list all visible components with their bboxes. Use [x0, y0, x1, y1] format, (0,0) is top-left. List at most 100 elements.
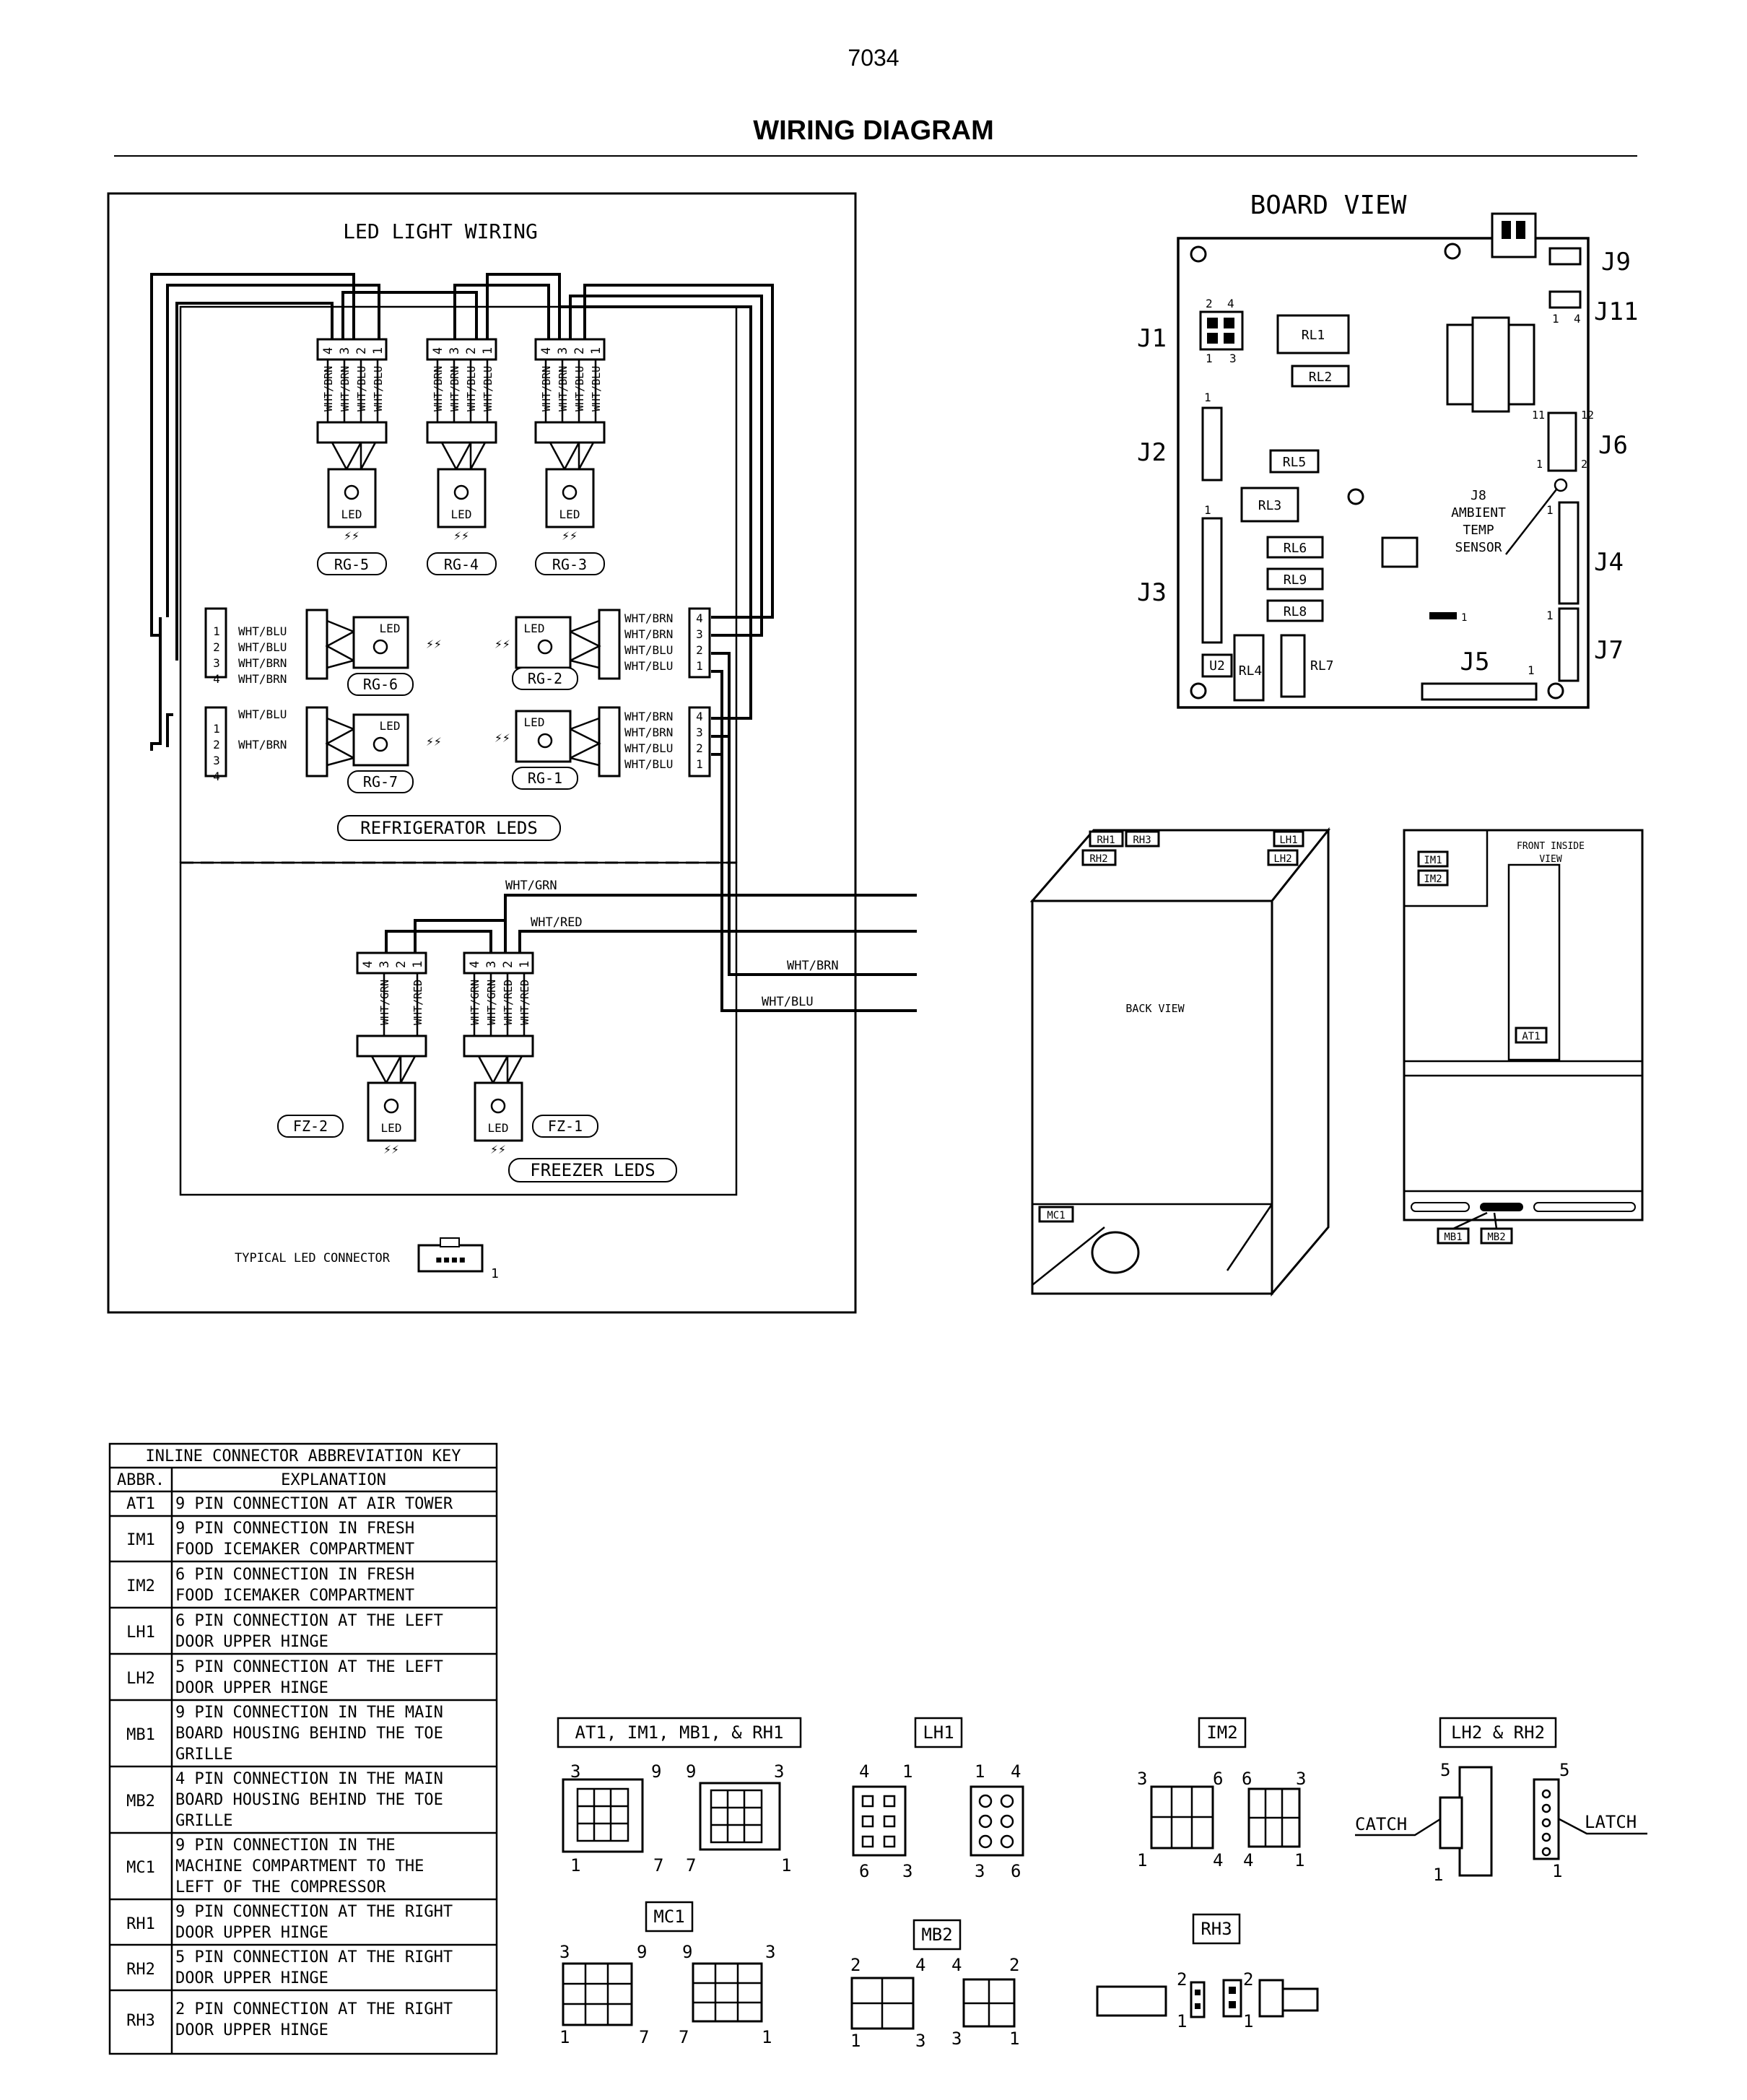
led-text: LED: [451, 507, 472, 521]
svg-text:3: 3: [1137, 1769, 1147, 1789]
table-row: RH2 5 PIN CONNECTION AT THE RIGHT DOOR U…: [110, 1948, 497, 1992]
table-row: LH1 6 PIN CONNECTION AT THE LEFT DOOR UP…: [110, 1612, 497, 1655]
light-rays-icon: ⚡⚡: [426, 734, 442, 749]
out-wire-label: WHT/BRN: [787, 959, 839, 973]
pin-label: 2: [1581, 458, 1587, 471]
rg-label: RG-4: [444, 556, 479, 573]
svg-text:1: 1: [1009, 2029, 1019, 2049]
connector-rg-5: [316, 338, 388, 361]
svg-text:3: 3: [774, 1761, 784, 1782]
j7-header: [1558, 607, 1580, 682]
j4-label: J4: [1594, 548, 1624, 577]
svg-text:9: 9: [651, 1761, 661, 1782]
j6-label: J6: [1598, 431, 1628, 460]
connector-rg-3: [534, 338, 606, 361]
compressor-icon: [1091, 1231, 1140, 1274]
led-module: [515, 710, 572, 763]
connector-tag: IM1: [1424, 855, 1442, 866]
wire-loop: [414, 919, 505, 953]
svg-text:9: 9: [686, 1761, 696, 1782]
led-module: [545, 468, 595, 528]
pin-label: 4: [213, 672, 220, 686]
relay-rl1: [1276, 314, 1350, 354]
led-plug: [598, 609, 621, 680]
svg-text:4: 4: [951, 1955, 962, 1975]
table-title: INLINE CONNECTOR ABBREVIATION KEY: [145, 1447, 461, 1465]
wire-color: WHT/BRN: [322, 366, 335, 411]
wire-out-red: [518, 930, 917, 953]
out-wire-label: WHT/GRN: [505, 879, 557, 893]
svg-text:9 PIN CONNECTION AT AIR TOWER: 9 PIN CONNECTION AT AIR TOWER: [175, 1495, 453, 1513]
fridge-cabinet: [1031, 899, 1273, 1295]
j4-header: [1558, 501, 1580, 605]
pin-label: 2: [213, 738, 220, 751]
svg-text:5: 5: [1440, 1760, 1450, 1780]
catch-label: CATCH: [1355, 1814, 1407, 1834]
pin-label: 2: [501, 961, 515, 968]
svg-text:4: 4: [1243, 1850, 1253, 1870]
svg-text:2: 2: [1243, 1969, 1253, 1990]
page-title: WIRING DIAGRAM: [753, 116, 994, 146]
svg-text:1: 1: [1243, 2011, 1253, 2031]
wire-color: WHT/BRN: [339, 366, 352, 411]
pin-label: 3: [696, 726, 703, 739]
j6-header: [1547, 411, 1577, 472]
table-row: RH1 9 PIN CONNECTION AT THE RIGHT DOOR U…: [110, 1903, 497, 1946]
pin-label: 1: [1546, 609, 1554, 622]
light-rays-icon: ⚡⚡: [495, 637, 510, 652]
led-plug: [305, 609, 328, 680]
svg-text:2: 2: [850, 1955, 861, 1975]
pictorial-title: IM2: [1206, 1722, 1237, 1743]
lh1-female-icon: [852, 1785, 907, 1857]
connector-tag: RH1: [1097, 835, 1115, 846]
mc1-male-icon: [692, 1962, 763, 2023]
wire-color: WHT/BLU: [238, 707, 287, 721]
j1-header: [1199, 310, 1244, 351]
svg-text:5 PIN CONNECTION AT THE LEFT: 5 PIN CONNECTION AT THE LEFT: [175, 1658, 443, 1676]
svg-text:▪▪▪▪: ▪▪▪▪: [435, 1252, 466, 1267]
pin-label: 1: [213, 624, 220, 638]
pin-label: 1: [696, 659, 703, 673]
latch-label: LATCH: [1585, 1812, 1637, 1832]
fz-label: FZ-1: [548, 1117, 583, 1135]
wire-loop: [150, 273, 355, 637]
rg-label: RG-6: [363, 676, 398, 693]
svg-text:6 PIN CONNECTION AT THE LEFT: 6 PIN CONNECTION AT THE LEFT: [175, 1612, 443, 1630]
pin-label: 3: [378, 961, 392, 968]
pictorial-lh1: LH1 4 1 1 4 6 3 3 6: [852, 1717, 1024, 1881]
connector-tag: MB1: [1444, 1232, 1462, 1243]
svg-text:MB2: MB2: [126, 1792, 155, 1811]
wire-loop: [175, 302, 334, 661]
wire-loop: [453, 284, 550, 339]
pin-label: 2: [394, 961, 409, 968]
wire-loop: [558, 305, 752, 720]
chip-label: U2: [1209, 658, 1225, 674]
svg-text:LH1: LH1: [126, 1624, 155, 1642]
table-row: LH2 5 PIN CONNECTION AT THE LEFT DOOR UP…: [110, 1658, 497, 1702]
led-panel-border: [107, 192, 857, 1314]
table-row: MB1 9 PIN CONNECTION IN THE MAIN BOARD H…: [110, 1704, 497, 1768]
wire-color: WHT/BRN: [624, 710, 673, 723]
j8-label: AMBIENT: [1451, 505, 1506, 520]
wire-loop: [569, 295, 763, 637]
relay-label: RL6: [1284, 541, 1307, 556]
processor-chip: [1381, 536, 1419, 568]
wire-color: WHT/BLU: [372, 366, 385, 411]
pin-label: 1: [411, 961, 425, 968]
pictorial-rh3: RH3 2 1 2 1: [1096, 1913, 1319, 2031]
wire-color: WHT/BRN: [238, 672, 287, 686]
svg-text:2: 2: [1009, 1955, 1019, 1975]
pictorial-mb2: MB2 2 4 4 2 1 3 3 1: [850, 1919, 1019, 2051]
pictorial-title: AT1, IM1, MB1, & RH1: [575, 1722, 784, 1743]
pictorial-lh2-rh2: LH2 & RH2 5 5 1 1 CATCH LATCH: [1355, 1717, 1647, 1885]
rg-2-assembly: 4 3 2 1 WHT/BRN WHT/BRN WHT/BLU WHT/BLU …: [495, 607, 711, 690]
light-rays-icon: ⚡⚡: [383, 1142, 399, 1157]
led-text: LED: [381, 1121, 402, 1135]
j5-header: [1421, 682, 1538, 701]
j7-label: J7: [1594, 636, 1624, 665]
pin-label: 1: [1536, 458, 1543, 471]
svg-text:3: 3: [1296, 1769, 1306, 1789]
table-row: IM2 6 PIN CONNECTION IN FRESH FOOD ICEMA…: [110, 1566, 497, 1609]
svg-text:4: 4: [915, 1955, 925, 1975]
connector-tag: MC1: [1047, 1210, 1065, 1221]
